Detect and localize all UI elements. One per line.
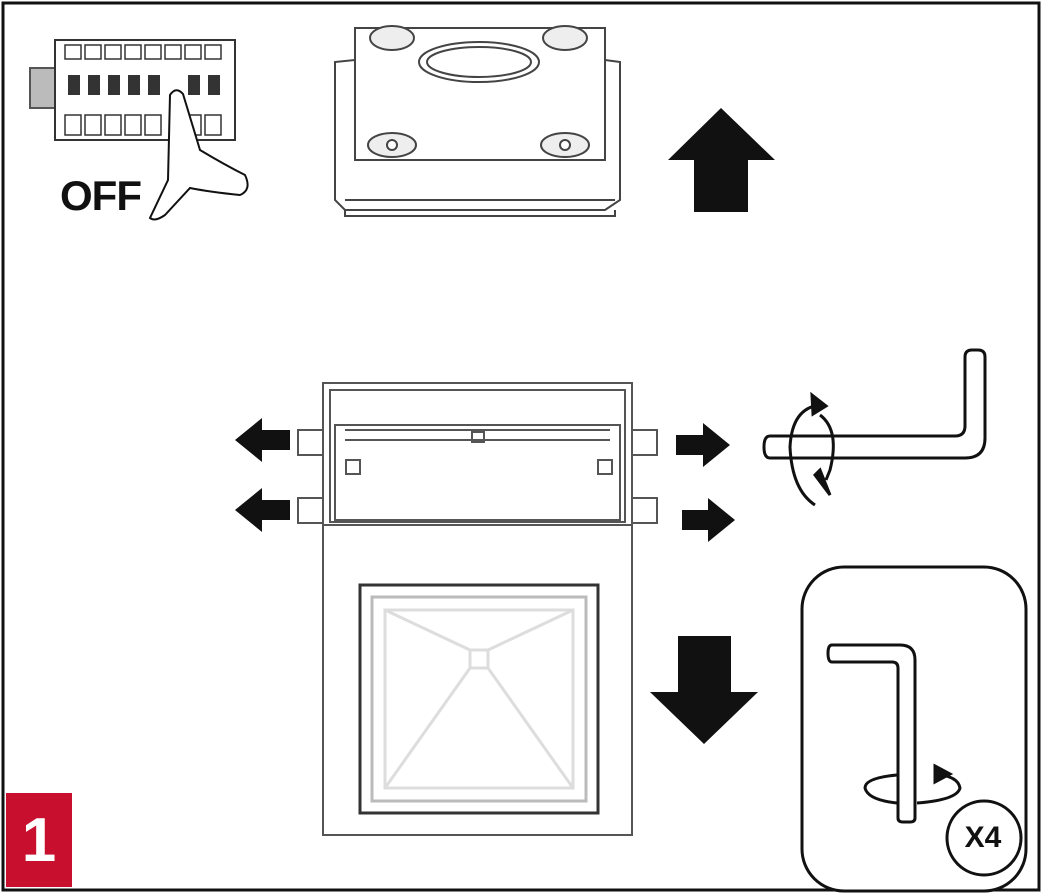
outward-arrow-icon bbox=[235, 418, 735, 542]
mounting-plate-icon bbox=[334, 25, 621, 217]
circuit-breaker-icon bbox=[29, 39, 249, 221]
breaker-off-label: OFF bbox=[60, 172, 142, 219]
repeat-badge bbox=[945, 799, 1023, 877]
hex-key-icon bbox=[762, 348, 987, 460]
up-arrow-icon bbox=[668, 108, 775, 212]
hex-key-icon bbox=[826, 643, 917, 824]
rotation-arrow-icon bbox=[788, 391, 835, 507]
rotation-arrow-icon bbox=[863, 763, 962, 805]
down-arrow-icon bbox=[650, 636, 758, 744]
repeat-count-label: X4 bbox=[964, 821, 1002, 854]
fixture-housing bbox=[297, 382, 658, 836]
step-number-badge: 1 bbox=[6, 793, 72, 887]
